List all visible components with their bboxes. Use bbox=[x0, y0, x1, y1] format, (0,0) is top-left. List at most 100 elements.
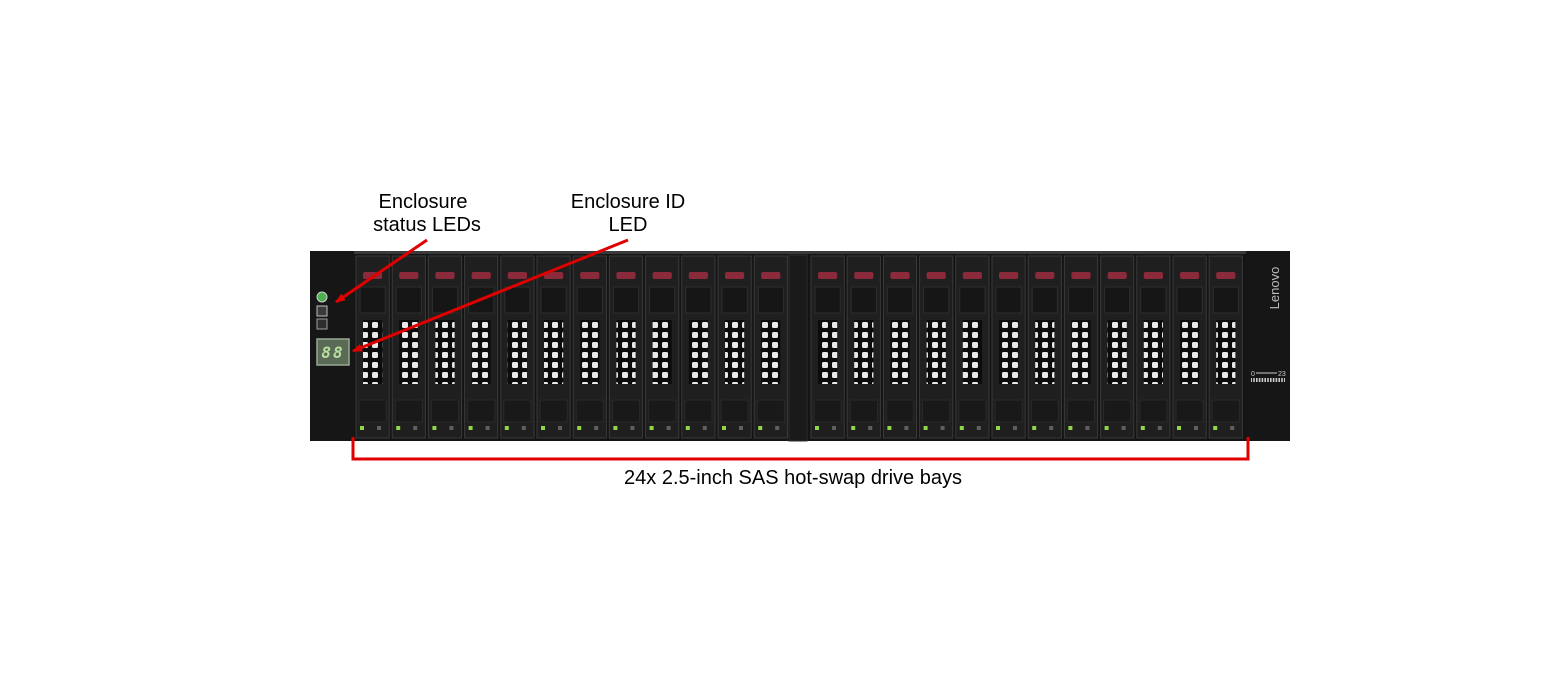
drive-latch[interactable] bbox=[688, 272, 708, 279]
status-leds-label-line1: Enclosure bbox=[379, 191, 468, 213]
drive-lower-bezel bbox=[756, 399, 785, 423]
drive-bay[interactable] bbox=[464, 255, 499, 439]
drive-lower-bezel bbox=[684, 399, 713, 423]
drive-latch[interactable] bbox=[616, 272, 636, 279]
id-led-arrow bbox=[352, 238, 629, 353]
drive-bay[interactable] bbox=[991, 255, 1026, 439]
drive-bay[interactable] bbox=[717, 255, 752, 439]
drive-latch[interactable] bbox=[399, 272, 419, 279]
brand-logo: Lenovo bbox=[1267, 267, 1282, 310]
drive-status-led bbox=[868, 426, 873, 430]
drive-lower-bezel bbox=[575, 399, 604, 423]
drive-latch[interactable] bbox=[652, 272, 672, 279]
drive-latch[interactable] bbox=[962, 272, 982, 279]
drive-activity-led bbox=[504, 426, 509, 430]
drive-vent bbox=[1035, 320, 1055, 384]
drive-lower-bezel bbox=[720, 399, 749, 423]
drive-latch[interactable] bbox=[999, 272, 1019, 279]
drive-bay[interactable] bbox=[572, 255, 607, 439]
drive-bay[interactable] bbox=[536, 255, 571, 439]
drive-handle bbox=[1176, 286, 1203, 314]
drive-latch[interactable] bbox=[1180, 272, 1200, 279]
ruler-tick bbox=[1254, 378, 1256, 382]
drive-vent bbox=[507, 320, 527, 384]
drive-bay[interactable] bbox=[1136, 255, 1171, 439]
drive-lower-bezel bbox=[539, 399, 568, 423]
ruler-tick bbox=[1260, 378, 1262, 382]
bay-last-label: 23 bbox=[1278, 371, 1286, 378]
drive-vent bbox=[652, 320, 672, 384]
drive-bay[interactable] bbox=[810, 255, 845, 439]
drive-status-led bbox=[940, 426, 945, 430]
drive-bays bbox=[355, 255, 1243, 439]
drive-bay[interactable] bbox=[1172, 255, 1207, 439]
drive-activity-led bbox=[685, 426, 690, 430]
drive-bay[interactable] bbox=[1063, 255, 1099, 439]
drive-latch[interactable] bbox=[580, 272, 600, 279]
drive-activity-led bbox=[1068, 426, 1073, 430]
drive-latch[interactable] bbox=[818, 272, 838, 279]
drive-status-led bbox=[1194, 426, 1198, 430]
drive-handle bbox=[1104, 286, 1131, 314]
drive-bay[interactable] bbox=[882, 255, 918, 439]
drive-lower-bezel bbox=[1030, 399, 1059, 423]
ruler-tick bbox=[1271, 378, 1273, 382]
drive-vent bbox=[580, 320, 600, 384]
drive-bay[interactable] bbox=[846, 255, 881, 439]
drive-bay[interactable] bbox=[391, 255, 426, 439]
drive-bay[interactable] bbox=[681, 255, 716, 439]
drive-latch[interactable] bbox=[1107, 272, 1127, 279]
ruler-tick bbox=[1268, 378, 1270, 382]
drive-lower-bezel bbox=[958, 399, 987, 423]
drive-activity-led bbox=[996, 426, 1000, 430]
drive-bay[interactable] bbox=[753, 255, 788, 439]
drive-vent bbox=[471, 320, 491, 384]
drive-status-led bbox=[485, 426, 490, 430]
drive-bay[interactable] bbox=[955, 255, 990, 439]
drive-latch[interactable] bbox=[854, 272, 874, 279]
drive-vent bbox=[1107, 320, 1127, 384]
drive-status-led bbox=[558, 426, 562, 430]
drive-status-led bbox=[1230, 426, 1235, 430]
drive-latch[interactable] bbox=[890, 272, 910, 279]
drive-bay[interactable] bbox=[427, 255, 463, 439]
drive-latch[interactable] bbox=[1071, 272, 1091, 279]
drive-bay[interactable] bbox=[1027, 255, 1062, 439]
drive-status-led bbox=[1085, 426, 1090, 430]
enclosure-id-digits: 88 bbox=[321, 343, 344, 362]
drive-bay[interactable] bbox=[919, 255, 954, 439]
drive-bay[interactable] bbox=[608, 255, 644, 439]
drive-latch[interactable] bbox=[1035, 272, 1055, 279]
drive-bay[interactable] bbox=[355, 255, 390, 439]
drive-activity-led bbox=[613, 426, 618, 430]
drive-latch[interactable] bbox=[544, 272, 564, 279]
drive-lower-bezel bbox=[648, 399, 677, 423]
drive-latch[interactable] bbox=[435, 272, 455, 279]
drive-activity-led bbox=[851, 426, 856, 430]
drive-latch[interactable] bbox=[1143, 272, 1163, 279]
drive-vent bbox=[1143, 320, 1163, 384]
bay-first-label: 0 bbox=[1251, 371, 1255, 378]
drive-activity-led bbox=[1140, 426, 1145, 430]
drive-vent bbox=[1071, 320, 1091, 384]
drive-bay[interactable] bbox=[1100, 255, 1135, 439]
drive-status-led bbox=[904, 426, 909, 430]
drive-vent bbox=[999, 320, 1019, 384]
drive-activity-led bbox=[1032, 426, 1037, 430]
drive-activity-led bbox=[1104, 426, 1109, 430]
drive-status-led bbox=[666, 426, 671, 430]
drive-latch[interactable] bbox=[926, 272, 946, 279]
drive-bay[interactable] bbox=[645, 255, 680, 439]
drive-latch[interactable] bbox=[725, 272, 745, 279]
drive-latch[interactable] bbox=[471, 272, 491, 279]
drive-vent bbox=[616, 320, 636, 384]
drive-bay[interactable] bbox=[500, 255, 535, 439]
drive-status-led bbox=[1157, 426, 1162, 430]
drive-handle bbox=[504, 286, 531, 314]
drive-latch[interactable] bbox=[761, 272, 781, 279]
status-leds-label-line2: status LEDs bbox=[373, 214, 481, 236]
drive-bay[interactable] bbox=[1208, 255, 1243, 439]
drive-latch[interactable] bbox=[507, 272, 527, 279]
drive-handle bbox=[1031, 286, 1058, 314]
drive-latch[interactable] bbox=[1216, 272, 1236, 279]
